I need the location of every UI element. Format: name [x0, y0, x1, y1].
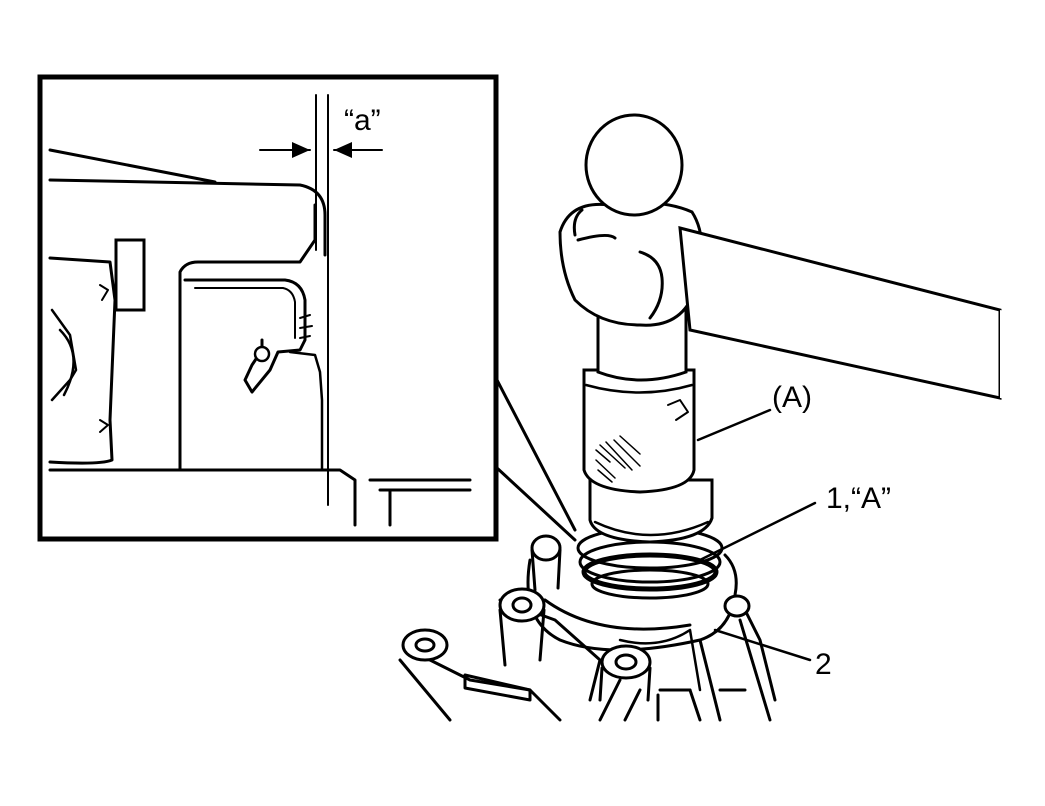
seal-leader	[698, 501, 817, 562]
inset-leader-lower	[495, 466, 577, 542]
shaft-groove	[58, 328, 75, 397]
housing-leader	[713, 628, 812, 662]
housing-callout-label: 2	[815, 648, 832, 681]
shaft-recess	[50, 308, 78, 402]
tool-leader	[696, 408, 772, 442]
inset-leader-upper	[495, 378, 577, 532]
seal-installer-tool	[582, 368, 714, 544]
housing-edge-line	[48, 148, 217, 184]
gap-callout-label: “a”	[344, 104, 381, 137]
main-view	[398, 113, 1045, 722]
housing-top-surface	[48, 178, 327, 257]
clip-marks	[99, 284, 109, 433]
bore-wall	[178, 203, 317, 472]
retainer-block	[114, 238, 146, 312]
base-plate	[368, 478, 472, 527]
transmission-case	[398, 553, 777, 722]
shaft-outline	[48, 256, 117, 465]
detail-inset	[37, 74, 577, 542]
hammer	[558, 113, 1045, 400]
tool-callout-label: (A)	[772, 381, 812, 414]
callout-leaders	[696, 408, 817, 662]
base-step	[48, 468, 357, 527]
seal-callout-label: 1,“A”	[826, 482, 892, 515]
oil-seal-section	[183, 278, 324, 472]
bolt-bosses	[401, 534, 751, 702]
